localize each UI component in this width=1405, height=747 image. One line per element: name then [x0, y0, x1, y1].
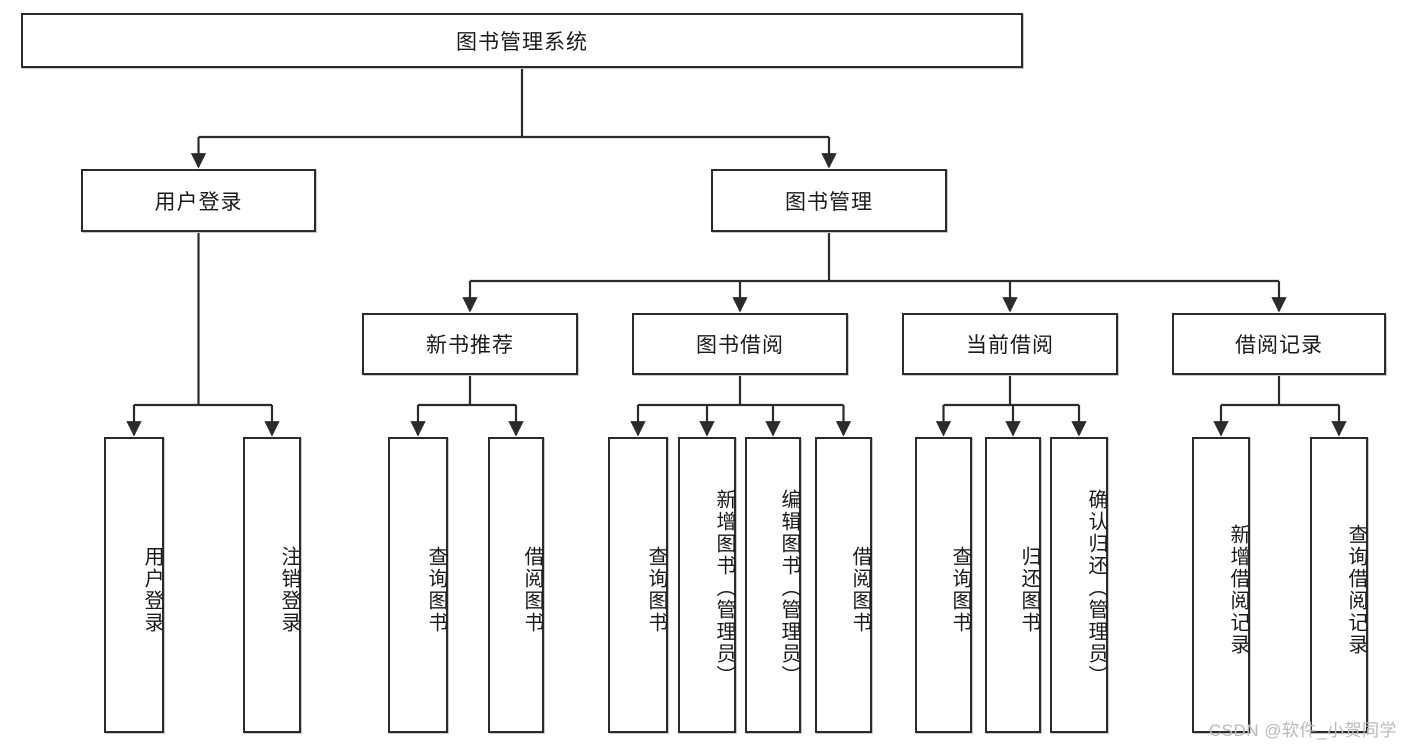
- node-label: 新增借阅记录: [1227, 524, 1249, 656]
- node-label: 查询图书: [645, 546, 667, 634]
- node-book-manage[interactable]: 图书管理: [711, 169, 947, 232]
- node-leaf-borrow-book-1[interactable]: 借阅图书: [488, 437, 544, 733]
- node-leaf-logout-login[interactable]: 注销登录: [243, 437, 301, 733]
- node-label: 新增图书（管理员）: [713, 489, 735, 687]
- node-label: 当前借阅: [966, 334, 1054, 357]
- node-label: 归还图书: [1018, 546, 1040, 634]
- node-label: 借阅图书: [849, 546, 871, 634]
- node-leaf-query-book-3[interactable]: 查询图书: [915, 437, 972, 733]
- node-label: 用户登录: [154, 190, 243, 214]
- node-leaf-confirm-return[interactable]: 确认归还（管理员）: [1050, 437, 1108, 733]
- node-root[interactable]: 图书管理系统: [21, 13, 1023, 68]
- node-label: 查询图书: [949, 546, 971, 634]
- node-label: 图书管理: [785, 190, 873, 214]
- node-leaf-return-book[interactable]: 归还图书: [985, 437, 1041, 733]
- node-label: 借阅记录: [1235, 334, 1323, 357]
- node-book-borrow[interactable]: 图书借阅: [632, 313, 848, 375]
- node-label: 图书管理系统: [456, 30, 588, 54]
- node-label: 新书推荐: [426, 334, 514, 357]
- node-leaf-query-borrow-record[interactable]: 查询借阅记录: [1310, 437, 1368, 733]
- node-leaf-user-login[interactable]: 用户登录: [104, 437, 164, 733]
- node-new-book-recommend[interactable]: 新书推荐: [362, 313, 578, 375]
- node-user-login[interactable]: 用户登录: [81, 169, 316, 232]
- node-label: 图书借阅: [696, 334, 784, 357]
- node-label: 编辑图书（管理员）: [778, 489, 800, 687]
- node-label: 确认归还（管理员）: [1085, 489, 1107, 687]
- node-leaf-query-book-1[interactable]: 查询图书: [388, 437, 448, 733]
- node-leaf-borrow-book-2[interactable]: 借阅图书: [815, 437, 872, 733]
- node-label: 用户登录: [141, 546, 163, 634]
- node-leaf-edit-book[interactable]: 编辑图书（管理员）: [745, 437, 801, 733]
- node-borrow-record[interactable]: 借阅记录: [1172, 313, 1386, 375]
- node-leaf-query-book-2[interactable]: 查询图书: [608, 437, 668, 733]
- node-label: 注销登录: [278, 546, 300, 634]
- watermark: CSDN @软件_小贺同学: [1208, 721, 1397, 740]
- node-label: 借阅图书: [521, 546, 543, 634]
- node-label: 查询图书: [425, 546, 447, 634]
- node-label: 查询借阅记录: [1345, 524, 1367, 656]
- node-leaf-add-borrow-record[interactable]: 新增借阅记录: [1192, 437, 1250, 733]
- node-leaf-add-book[interactable]: 新增图书（管理员）: [678, 437, 736, 733]
- node-current-borrow[interactable]: 当前借阅: [902, 313, 1118, 375]
